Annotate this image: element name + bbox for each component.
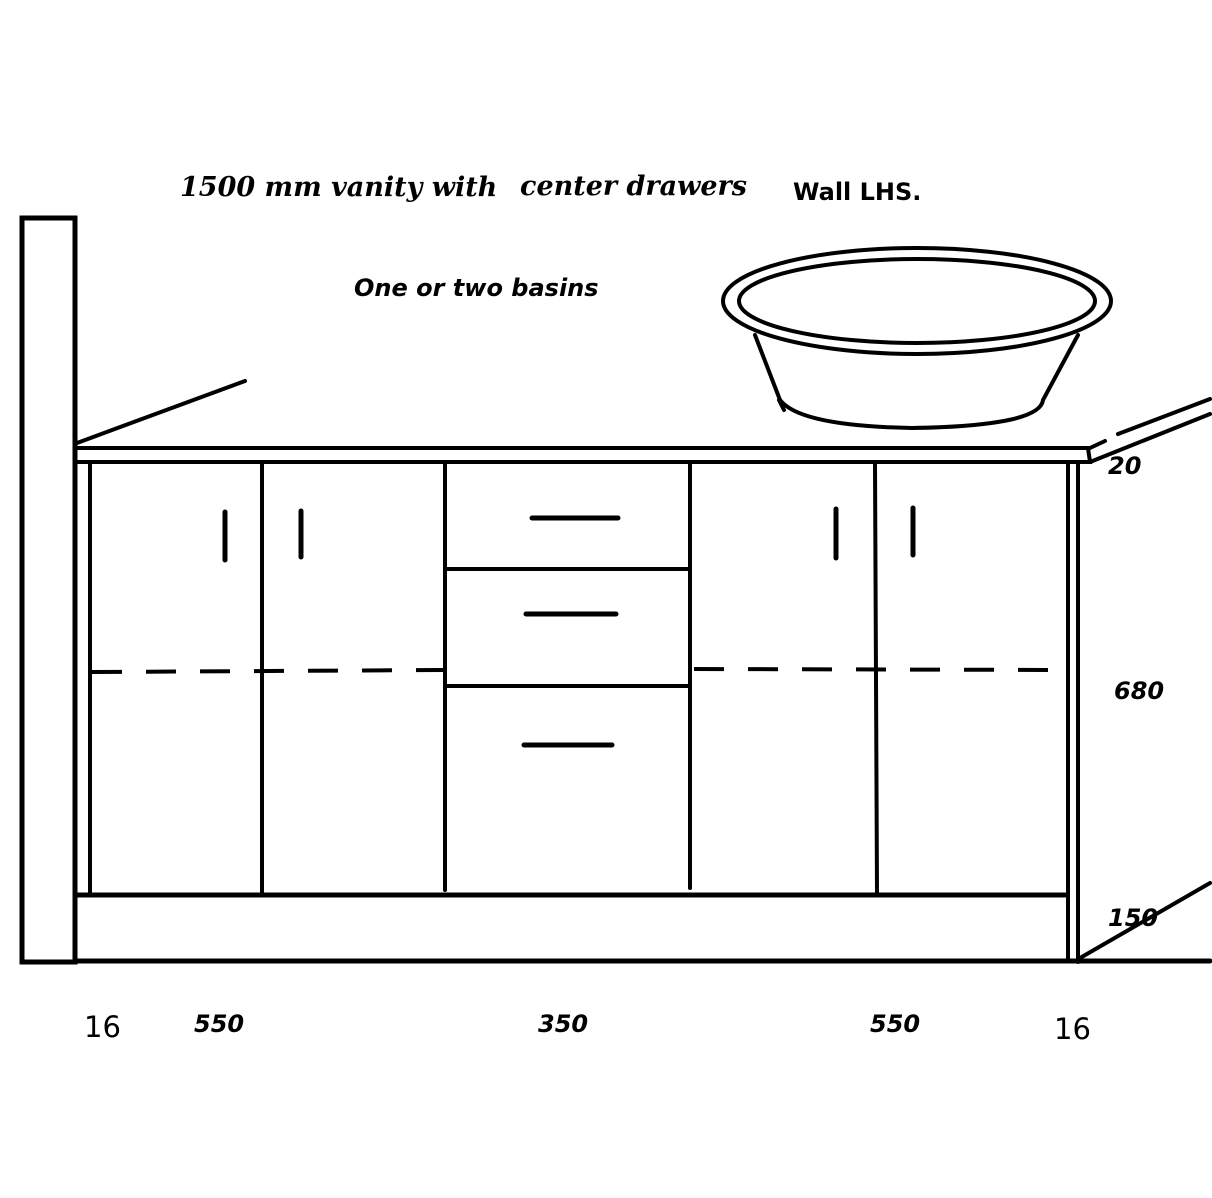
right-shelf-line [693, 667, 1067, 672]
benchtop-depth-line [1116, 397, 1212, 436]
floor-perspective-line [1078, 881, 1212, 960]
dimension-kick-height: 150 [1108, 904, 1159, 932]
dimension-top-thickness: 20 [1108, 452, 1142, 480]
right-door-divider [873, 462, 879, 895]
basin-bowl-base [777, 398, 786, 412]
dimension-cabinet-height: 680 [1114, 677, 1165, 705]
title-part-1: 1500 mm vanity with [180, 172, 498, 203]
basin-bowl [753, 333, 1080, 431]
basin-inner-rim [737, 257, 1097, 345]
basin-outer-rim [721, 246, 1113, 356]
dimension-left-section: 550 [194, 1010, 245, 1038]
subtitle: One or two basins [354, 274, 599, 302]
dimension-right-section: 550 [870, 1010, 921, 1038]
wall-perspective-line [75, 379, 247, 445]
title-part-2: center drawers [520, 171, 747, 202]
dimension-side-left: 16 [84, 1010, 121, 1044]
left-shelf-line [91, 668, 446, 674]
dimension-center-section: 350 [538, 1010, 589, 1038]
benchtop-side-edge [1088, 439, 1107, 450]
left-wall [19, 215, 78, 965]
dimension-side-right: 16 [1054, 1012, 1091, 1046]
wall-side-label: Wall LHS. [793, 178, 922, 206]
vessel-basin [721, 246, 1113, 431]
benchtop-depth-line-2 [1088, 412, 1212, 464]
benchtop [75, 446, 1093, 464]
